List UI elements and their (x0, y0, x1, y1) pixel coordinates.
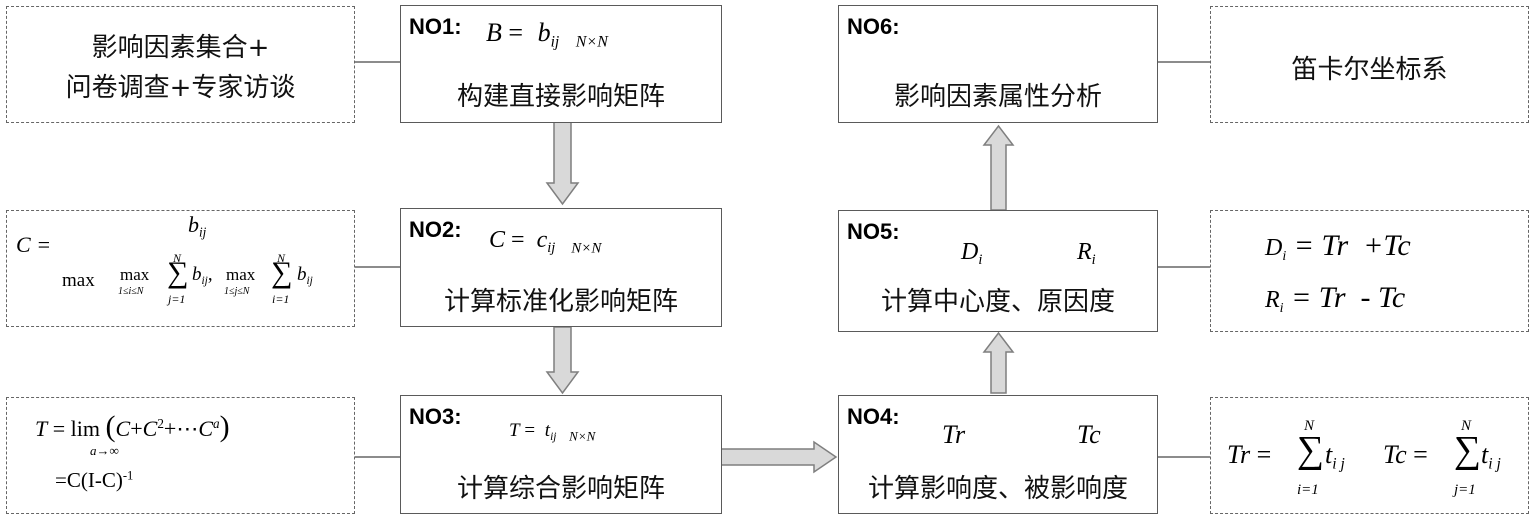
c-norm-sum-upper-2: N (277, 251, 286, 265)
step-no5-var2: Ri (1077, 239, 1096, 269)
tr-definition: Tr = (1227, 440, 1272, 469)
step-no2-box: NO2: C = cij N×N 计算标准化影响矩阵 (400, 208, 722, 327)
step-no4-var2: Tc (1077, 420, 1101, 449)
c-norm-term-2: bij (297, 264, 313, 287)
c-norm-sum-lower-j: j=1 (168, 292, 186, 306)
coordinate-system-box: 笛卡尔坐标系 (1210, 6, 1529, 123)
step-no1-label: 构建直接影响矩阵 (456, 82, 665, 112)
step-no3-label: 计算综合影响矩阵 (456, 474, 665, 504)
step-no6-label: 影响因素属性分析 (893, 82, 1102, 112)
arrow-no2-no3 (545, 326, 580, 395)
step-no1-tag: NO1: (409, 14, 462, 39)
step-no3-box: NO3: T = tij N×N 计算综合影响矩阵 (400, 395, 722, 514)
tc-sum-lower: j=1 (1454, 482, 1476, 498)
step-no6-box: NO6: 影响因素属性分析 (838, 5, 1158, 123)
t-matrix-formula: T = tij N×N (509, 420, 596, 444)
step-no5-tag: NO5: (847, 219, 900, 244)
tc-sigma: ∑ (1454, 429, 1482, 471)
tc-sum-upper: N (1461, 418, 1472, 434)
tc-term: ti j (1481, 440, 1501, 473)
step-no2-label: 计算标准化影响矩阵 (443, 287, 678, 317)
c-norm-numerator: bij (188, 212, 207, 240)
d-r-definitions-box: Di = Tr +Tc Ri = Tr - Tc (1210, 210, 1529, 332)
c-norm-max-i: max (120, 265, 150, 284)
step-no2-tag: NO2: (409, 217, 462, 242)
tr-sum-upper: N (1304, 418, 1315, 434)
tr-tc-definitions-box: Tr = N ∑ i=1 ti j Tc = N ∑ j=1 ti j (1210, 397, 1529, 514)
step-no1-box: NO1: B = bij N×N 构建直接影响矩阵 (400, 5, 722, 123)
step-no5-box: NO5: Di Ri 计算中心度、原因度 (838, 210, 1158, 332)
step-no4-var1: Tr (942, 420, 966, 449)
t-total-lim-sub: a→∞ (90, 443, 119, 458)
r-definition: Ri = Tr - Tc (1265, 281, 1406, 316)
c-norm-max-j: max (226, 265, 256, 284)
input-sources-line2: 问卷调查+专家访谈 (65, 73, 296, 103)
c-norm-sigma-1: ∑ (167, 256, 189, 289)
step-no3-tag: NO3: (409, 404, 462, 429)
step-no4-label: 计算影响度、被影响度 (867, 474, 1128, 504)
tr-term: ti j (1325, 440, 1345, 473)
b-matrix-formula: B = bij N×N (486, 18, 608, 51)
c-norm-range-i: 1≤i≤N (118, 286, 144, 297)
c-norm-range-j: 1≤j≤N (224, 286, 250, 297)
c-norm-sigma-2: ∑ (271, 256, 293, 289)
c-norm-lhs: C = (16, 232, 52, 257)
step-no5-var1: Di (961, 239, 983, 269)
t-total-line1: T = lim (C+C2+⋯Ca) (35, 410, 230, 443)
d-definition: Di = Tr +Tc (1265, 229, 1411, 264)
input-sources-line1: 影响因素集合+ (91, 33, 270, 63)
t-total-line2: =C(I-C)-1 (55, 468, 134, 492)
t-total-box: T = lim (C+C2+⋯Ca) a→∞ =C(I-C)-1 (6, 397, 355, 514)
coordinate-system-label: 笛卡尔坐标系 (1291, 55, 1448, 85)
tr-sigma: ∑ (1297, 429, 1325, 471)
step-no4-tag: NO4: (847, 404, 900, 429)
step-no4-box: NO4: Tr Tc 计算影响度、被影响度 (838, 395, 1158, 514)
c-norm-sum-upper-1: N (173, 251, 182, 265)
tc-definition: Tc = (1383, 440, 1428, 469)
step-no5-label: 计算中心度、原因度 (880, 287, 1115, 317)
c-normalization-box (6, 210, 355, 327)
c-matrix-formula: C = cij N×N (489, 227, 602, 257)
step-no6-tag: NO6: (847, 14, 900, 39)
arrow-no3-no4 (720, 440, 838, 474)
c-norm-max: max (62, 270, 95, 291)
arrow-no4-no5 (982, 331, 1015, 394)
tr-sum-lower: i=1 (1297, 482, 1319, 498)
arrow-no1-no2 (545, 121, 580, 206)
c-norm-sum-lower-i: i=1 (272, 292, 290, 306)
arrow-no5-no6 (982, 124, 1015, 211)
c-norm-term-1: bij, (192, 264, 213, 287)
input-sources-box: 影响因素集合+ 问卷调查+专家访谈 (6, 6, 355, 123)
